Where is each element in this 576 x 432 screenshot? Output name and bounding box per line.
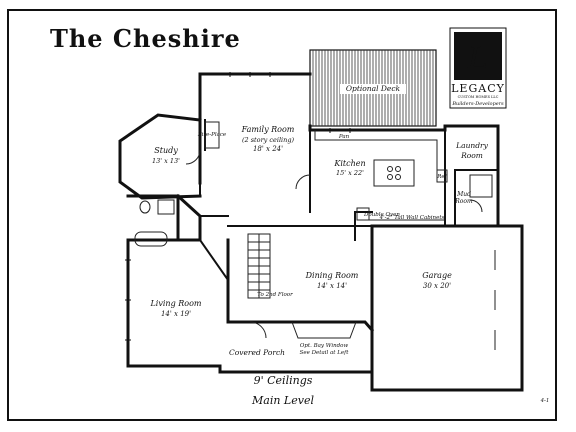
family-room-size: 18' x 24' <box>253 145 283 153</box>
logo-monogram: L <box>467 41 488 76</box>
garage-size: 30 x 20' <box>423 282 451 290</box>
bay-note-1: Opt. Bay Window <box>300 343 349 349</box>
study-size: 13' x 13' <box>152 157 180 165</box>
laundry-name: Laundry <box>455 141 488 150</box>
deck-label: Optional Deck <box>346 84 401 93</box>
interior-walls <box>198 119 499 282</box>
fireplace-label: Fire-Place <box>197 132 227 138</box>
mudroom-name-2: Room <box>454 198 473 205</box>
page-border <box>7 9 557 421</box>
room-labels: Family Room (2 story ceiling) 18' x 24' … <box>149 125 488 357</box>
living-room-name: Living Room <box>149 299 201 308</box>
oven-label: Double Oven <box>363 212 400 218</box>
logo-subline: CUSTOM HOMES LLC <box>458 95 499 99</box>
window-marks <box>125 72 351 341</box>
pan-label: Pan <box>338 134 350 140</box>
family-room-name: Family Room <box>241 125 295 134</box>
laundry-name-2: Room <box>460 151 483 160</box>
mudroom-name: Mud <box>456 191 471 198</box>
dining-room-name: Dining Room <box>305 271 359 280</box>
level-label: Main Level <box>251 394 314 407</box>
study-name: Study <box>154 146 178 155</box>
kitchen-size: 15' x 22' <box>336 169 364 177</box>
ref-label: Ref <box>436 174 447 180</box>
bay-note-2: See Detail at Left <box>300 350 350 356</box>
logo-tagline: Builders-Developers <box>451 101 504 107</box>
exterior-walls <box>118 72 524 392</box>
logo-name: LEGACY <box>451 82 505 95</box>
kitchen-name: Kitchen <box>333 159 365 168</box>
garage-name: Garage <box>422 271 452 280</box>
dining-room-size: 14' x 14' <box>317 282 347 290</box>
annotations: Fire-Place Pan Ref Double Oven 4'-2" Tal… <box>197 132 550 404</box>
plan-title: The Cheshire <box>50 24 241 53</box>
staircase <box>247 233 271 299</box>
ceilings-note: 9' Ceilings <box>254 374 313 387</box>
legacy-logo: L LEGACY CUSTOM HOMES LLC Builders-Devel… <box>449 27 507 109</box>
covered-porch-name: Covered Porch <box>229 348 285 357</box>
cabinets-label: 4'-2" Tall Wall Cabinets <box>379 215 445 221</box>
family-room-note: (2 story ceiling) <box>242 136 295 144</box>
living-room-size: 14' x 19' <box>161 310 191 318</box>
interior-details <box>134 121 496 350</box>
page-mark: 4-1 <box>540 398 550 404</box>
optional-deck: Optional Deck <box>309 49 437 127</box>
stair-note: To 2nd Floor <box>257 292 293 298</box>
